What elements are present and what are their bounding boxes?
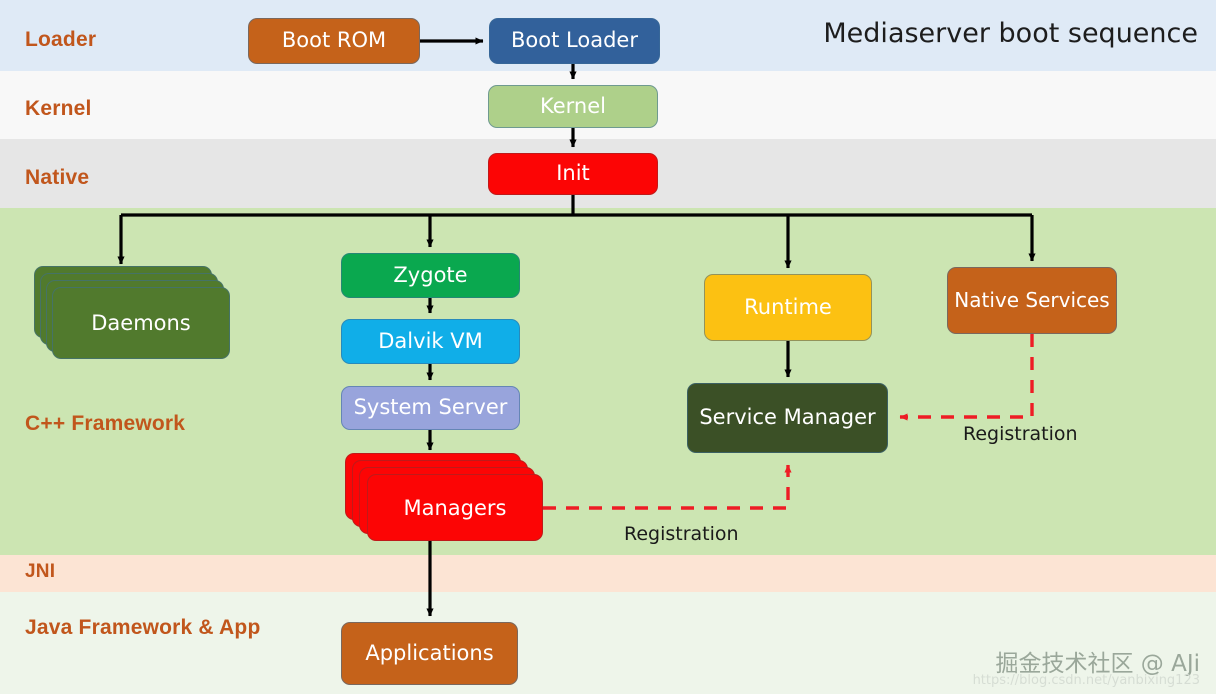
node-service-manager-label: Service Manager bbox=[699, 405, 876, 430]
edge-label-registration-managers: Registration bbox=[624, 523, 739, 545]
band-label-jni: JNI bbox=[25, 561, 56, 582]
node-runtime-label: Runtime bbox=[744, 294, 832, 319]
node-managers[interactable]: Managers bbox=[345, 453, 543, 541]
diagram-title: Mediaserver boot sequence bbox=[823, 18, 1198, 49]
band-label-cpp-framework: C++ Framework bbox=[25, 412, 186, 435]
node-init-label: Init bbox=[556, 161, 590, 186]
node-daemons-label: Daemons bbox=[91, 311, 191, 335]
edge-label-registration-native-services: Registration bbox=[963, 423, 1078, 445]
managers-stack-front: Managers bbox=[367, 474, 543, 541]
node-applications-label: Applications bbox=[365, 640, 494, 665]
node-zygote[interactable]: Zygote bbox=[341, 253, 520, 298]
node-system-server[interactable]: System Server bbox=[341, 386, 520, 430]
band-label-java-framework: Java Framework & App bbox=[25, 616, 261, 639]
node-native-services[interactable]: Native Services bbox=[947, 267, 1117, 334]
daemons-stack-front: Daemons bbox=[52, 287, 230, 359]
node-zygote-label: Zygote bbox=[393, 262, 468, 287]
node-native-services-label: Native Services bbox=[954, 288, 1110, 313]
node-system-server-label: System Server bbox=[353, 395, 508, 420]
node-boot-loader[interactable]: Boot Loader bbox=[489, 18, 660, 64]
node-dalvik-vm[interactable]: Dalvik VM bbox=[341, 319, 520, 364]
node-init[interactable]: Init bbox=[488, 153, 658, 195]
band-label-kernel: Kernel bbox=[25, 97, 92, 120]
node-kernel-label: Kernel bbox=[540, 93, 606, 118]
band-jni bbox=[0, 555, 1216, 592]
watermark-url: https://blog.csdn.net/yanbixing123 bbox=[972, 673, 1200, 688]
node-service-manager[interactable]: Service Manager bbox=[687, 383, 888, 453]
node-dalvik-vm-label: Dalvik VM bbox=[378, 328, 483, 353]
node-boot-rom-label: Boot ROM bbox=[281, 28, 387, 53]
band-label-native: Native bbox=[25, 166, 90, 189]
band-label-loader: Loader bbox=[25, 28, 97, 51]
node-applications[interactable]: Applications bbox=[341, 622, 518, 685]
node-managers-label: Managers bbox=[403, 495, 507, 520]
watermark-text: 掘金技术社区 @ AJi bbox=[995, 651, 1200, 677]
node-boot-rom[interactable]: Boot ROM bbox=[248, 18, 420, 64]
band-java-framework bbox=[0, 592, 1216, 694]
node-runtime[interactable]: Runtime bbox=[704, 274, 872, 341]
node-kernel[interactable]: Kernel bbox=[488, 85, 658, 128]
node-daemons[interactable]: Daemons bbox=[34, 266, 230, 359]
band-cpp-framework bbox=[0, 208, 1216, 555]
node-boot-loader-label: Boot Loader bbox=[511, 28, 638, 53]
